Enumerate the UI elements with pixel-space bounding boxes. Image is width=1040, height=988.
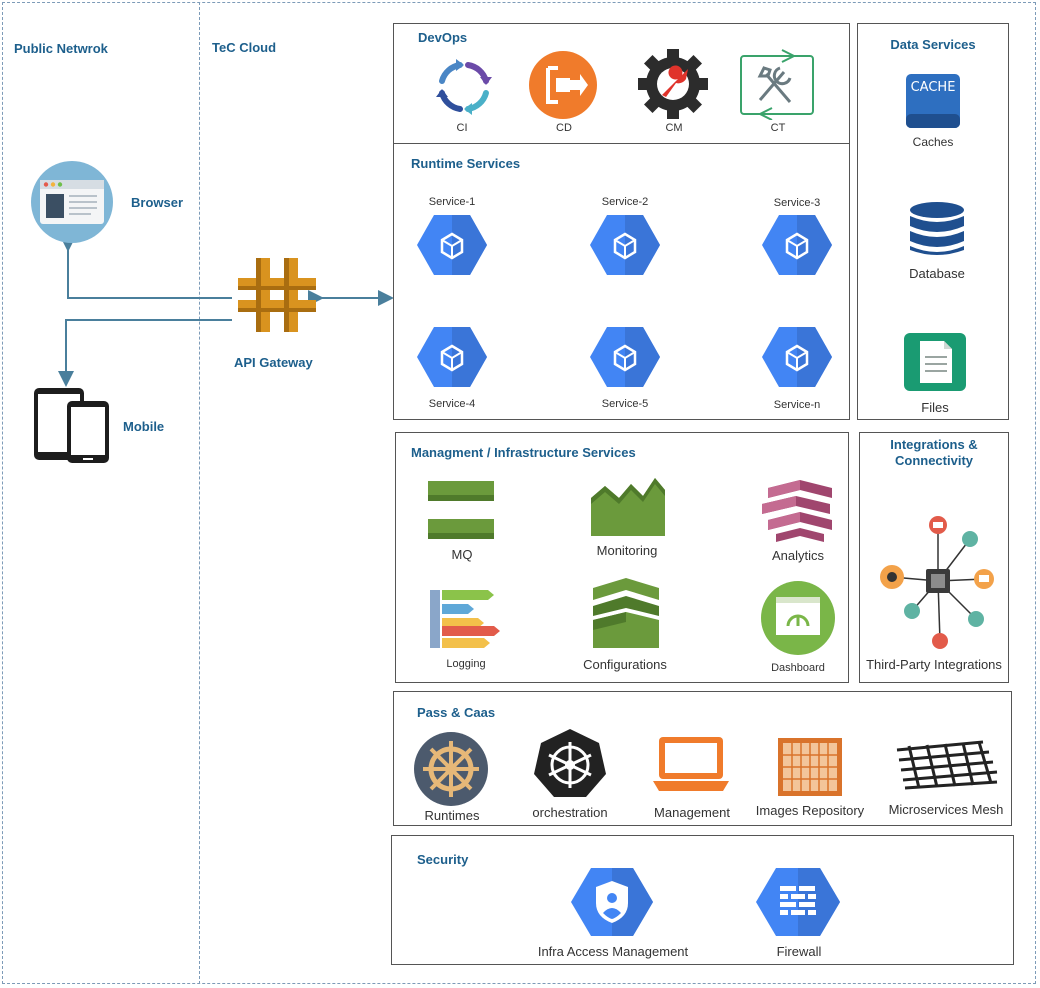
service-n-label: Service-n — [773, 399, 821, 411]
database-icon[interactable] — [909, 202, 965, 258]
logging-icon[interactable] — [428, 588, 502, 650]
service-5-label: Service-5 — [601, 398, 649, 410]
management-label: Management — [654, 805, 730, 820]
api-gateway-label: API Gateway — [234, 355, 313, 370]
browser-label: Browser — [131, 195, 184, 210]
management-laptop-icon[interactable] — [653, 735, 729, 795]
paas-title: Pass & Caas — [417, 705, 496, 720]
firewall-label: Firewall — [776, 944, 822, 959]
integrations-title-2: Connectivity — [894, 453, 973, 468]
orchestration-helm-icon[interactable] — [532, 728, 608, 798]
service-2-label: Service-2 — [601, 196, 649, 208]
caches-label: Caches — [912, 135, 954, 149]
service-5-icon[interactable] — [589, 326, 661, 388]
service-2-icon[interactable] — [589, 214, 661, 276]
runtimes-wheel-icon[interactable] — [413, 731, 489, 807]
cm-gear-icon[interactable] — [634, 47, 712, 121]
ct-tools-icon[interactable] — [738, 48, 816, 120]
configurations-icon[interactable] — [591, 578, 661, 650]
configurations-label: Configurations — [583, 657, 667, 672]
management-title: Managment / Infrastructure Services — [411, 445, 636, 460]
cm-label: CM — [665, 122, 683, 134]
microservices-mesh-label: Microservices Mesh — [888, 802, 1004, 817]
firewall-icon[interactable] — [755, 867, 841, 937]
third-party-label: Third-Party Integrations — [866, 657, 1002, 672]
cd-label: CD — [556, 122, 572, 134]
analytics-icon[interactable] — [760, 478, 836, 544]
service-1-label: Service-1 — [428, 196, 476, 208]
devops-title: DevOps — [418, 30, 468, 45]
service-3-icon[interactable] — [761, 214, 833, 276]
mobile-label: Mobile — [123, 419, 165, 434]
ct-label: CT — [770, 122, 786, 134]
microservices-mesh-icon[interactable] — [895, 740, 999, 790]
security-title: Security — [417, 852, 469, 867]
service-4-icon[interactable] — [416, 326, 488, 388]
mobile-devices-icon[interactable] — [33, 386, 113, 466]
integrations-title-1: Integrations & — [890, 437, 978, 452]
images-repository-label: Images Repository — [755, 803, 865, 818]
cache-icon[interactable]: CACHE — [906, 74, 960, 128]
service-4-label: Service-4 — [428, 398, 476, 410]
monitoring-label: Monitoring — [596, 543, 658, 558]
ci-cycle-icon[interactable] — [430, 55, 498, 119]
dashboard-icon[interactable] — [759, 580, 837, 656]
third-party-hub-icon[interactable] — [876, 515, 1000, 655]
service-n-icon[interactable] — [761, 326, 833, 388]
cd-deploy-icon[interactable] — [528, 50, 598, 120]
mq-icon[interactable] — [428, 481, 496, 539]
mq-label: MQ — [451, 547, 473, 562]
runtimes-label: Runtimes — [424, 808, 480, 823]
security-panel — [391, 835, 1014, 965]
infra-access-shield-icon[interactable] — [570, 867, 654, 937]
database-label: Database — [909, 266, 965, 281]
monitoring-icon[interactable] — [591, 478, 665, 538]
tec-cloud-title: TeC Cloud — [212, 40, 277, 55]
browser-icon[interactable] — [30, 160, 114, 244]
analytics-label: Analytics — [771, 548, 825, 563]
infra-access-label: Infra Access Management — [537, 944, 689, 959]
images-repository-icon[interactable] — [778, 738, 842, 796]
runtime-services-title: Runtime Services — [411, 156, 521, 171]
zone-divider — [199, 2, 200, 984]
logging-label: Logging — [446, 658, 486, 670]
cache-badge-text: CACHE — [910, 80, 956, 95]
dashboard-label: Dashboard — [771, 662, 825, 674]
public-network-title: Public Netwrok — [14, 41, 108, 56]
service-3-label: Service-3 — [773, 197, 821, 209]
api-gateway-icon[interactable] — [234, 252, 320, 338]
orchestration-label: orchestration — [532, 805, 608, 820]
service-1-icon[interactable] — [416, 214, 488, 276]
data-services-title: Data Services — [890, 37, 976, 52]
ci-label: CI — [456, 122, 468, 134]
files-icon[interactable] — [904, 333, 966, 391]
files-label: Files — [921, 400, 949, 415]
